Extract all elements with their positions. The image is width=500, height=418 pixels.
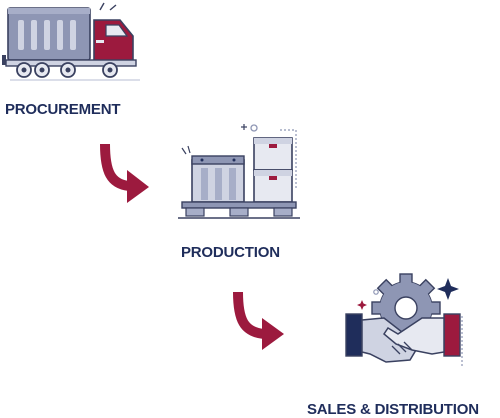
curved-arrow-icon xyxy=(100,143,149,203)
truck-icon xyxy=(2,2,140,81)
step-label-procurement: PROCUREMENT xyxy=(5,101,121,118)
step-label-production: PRODUCTION xyxy=(181,244,280,261)
curved-arrow-icon xyxy=(233,291,284,350)
pallet-boxes-icon xyxy=(178,124,300,219)
handshake-gear-icon xyxy=(345,273,463,368)
step-label-sales-distribution: SALES & DISTRIBUTION xyxy=(307,401,479,418)
